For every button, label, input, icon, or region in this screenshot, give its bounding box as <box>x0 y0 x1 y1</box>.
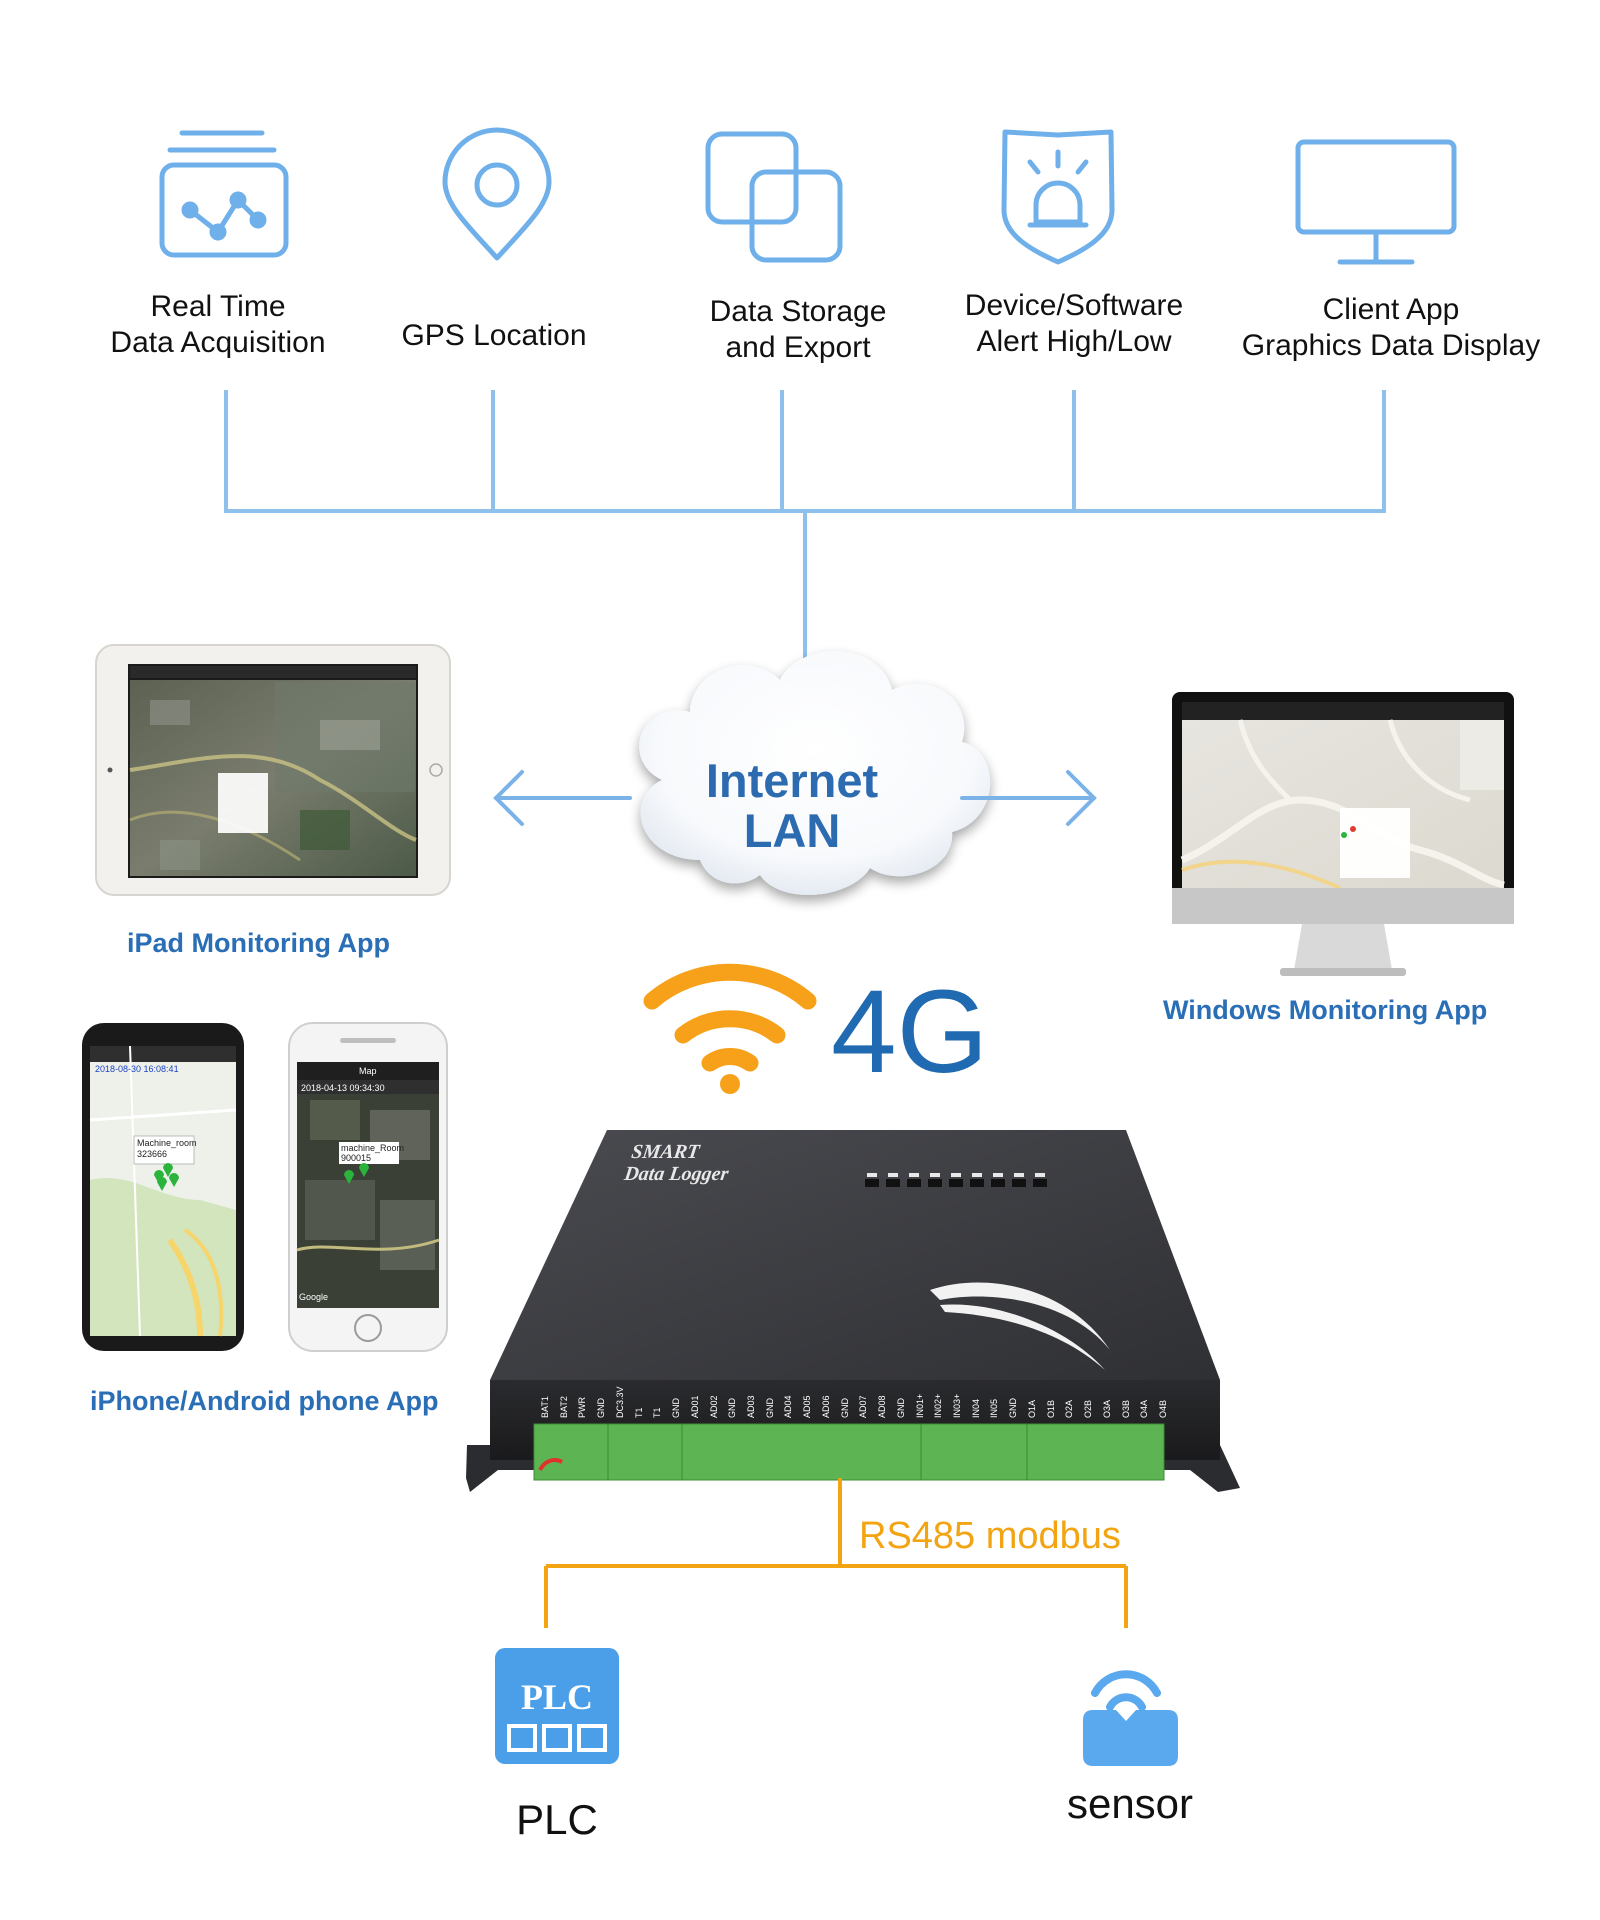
terminal-pin-label: GND <box>671 1398 682 1418</box>
terminal-pin-label: O3B <box>1120 1399 1131 1418</box>
sensor-icon <box>1083 1670 1178 1766</box>
monitor-icon <box>1295 139 1457 265</box>
terminal-pin-label: GND <box>1008 1398 1019 1418</box>
terminal-pin-label: O1A <box>1026 1399 1037 1418</box>
terminal-pin-label: O1B <box>1045 1399 1056 1418</box>
feature-line: Client App <box>1322 293 1460 326</box>
terminal-pin-label: AD05 <box>802 1395 813 1418</box>
terminal-pin-label: O4B <box>1158 1399 1168 1418</box>
plc-icon <box>495 1648 619 1764</box>
iphone-map-title: Map <box>359 1066 377 1076</box>
iphone-card-value: 900015 <box>341 1153 372 1163</box>
terminal-pin-label: GND <box>839 1398 850 1418</box>
feature-line: Device/Software <box>964 289 1184 322</box>
feature-line: Real Time <box>150 290 286 323</box>
feature-line: Data Storage <box>709 295 887 328</box>
copy-storage-icon <box>705 131 843 263</box>
rs485-bus-lines <box>544 1478 1128 1628</box>
android-card-title: Machine_room <box>137 1138 197 1148</box>
data-acquisition-icon <box>159 130 289 258</box>
terminal-pin-label: IN02+ <box>933 1393 944 1418</box>
feature-line: Alert High/Low <box>976 325 1172 358</box>
terminal-pin-label: AD01 <box>689 1395 700 1418</box>
ipad-device <box>95 644 451 896</box>
plc-label: PLC <box>516 1796 598 1843</box>
feature-line: and Export <box>725 331 871 364</box>
terminal-pin-label: AD07 <box>858 1395 869 1418</box>
cloud-line-internet: Internet <box>705 754 879 807</box>
terminal-pin-label: O2B <box>1083 1399 1094 1418</box>
terminal-pin-label: BAT1 <box>540 1396 550 1418</box>
terminal-pin-label: DC3.3V <box>614 1386 625 1418</box>
feature-line: GPS Location <box>401 319 587 352</box>
feature-label-data-acquisition: Real Time Data Acquisition <box>48 289 388 361</box>
terminal-pin-label: GND <box>596 1398 607 1418</box>
cloud-label: Internet LAN <box>632 756 952 856</box>
feature-line: Graphics Data Display <box>1241 329 1541 362</box>
terminal-pin-label: GND <box>764 1398 775 1418</box>
terminal-pin-label: O3A <box>1101 1399 1112 1418</box>
feature-label-client-app: Client App Graphics Data Display <box>1221 292 1561 364</box>
terminal-pin-label: IN01+ <box>914 1393 925 1418</box>
terminal-pin-label: AD06 <box>820 1395 831 1418</box>
cloud-line-lan: LAN <box>743 804 841 857</box>
device-line-smart: SMART <box>630 1141 701 1163</box>
arrow-right <box>960 770 1097 826</box>
windows-monitor-device <box>1172 692 1514 976</box>
terminal-pin-label: T1 <box>633 1407 644 1418</box>
terminal-pin-label: AD02 <box>708 1395 719 1418</box>
plc-icon-text: PLC <box>521 1677 593 1717</box>
ipad-app-label: iPad Monitoring App <box>127 928 390 958</box>
terminal-pin-label: O2A <box>1064 1399 1075 1418</box>
feature-label-alert: Device/Software Alert High/Low <box>904 288 1244 360</box>
android-phone-device <box>82 1023 244 1351</box>
feature-label-gps: GPS Location <box>324 318 664 354</box>
arrow-left <box>493 770 632 826</box>
iphone-timestamp: 2018-04-13 09:34:30 <box>301 1083 385 1093</box>
alarm-shield-icon <box>1001 129 1115 265</box>
feature-connector-lines <box>224 390 1386 660</box>
terminal-pin-label: AD03 <box>746 1395 756 1418</box>
device-brand-label: SMART Data Logger <box>623 1141 733 1185</box>
terminal-pin-label: O4A <box>1139 1399 1150 1418</box>
terminal-pin-label: IN03+ <box>952 1393 962 1418</box>
terminal-blocks <box>533 1423 1165 1481</box>
network-4g-label: 4G <box>831 966 989 1098</box>
android-card-value: 323666 <box>137 1149 168 1159</box>
windows-app-label: Windows Monitoring App <box>1163 995 1488 1025</box>
feature-line: Data Acquisition <box>110 326 326 359</box>
terminal-pin-label: GND <box>727 1398 738 1418</box>
iphone-device <box>288 1022 448 1352</box>
rs485-bus-label: RS485 modbus <box>859 1515 1121 1557</box>
terminal-pin-label: PWR <box>577 1397 588 1418</box>
phone-app-label: iPhone/Android phone App <box>90 1386 439 1416</box>
wifi-4g-icon <box>643 963 817 1094</box>
iphone-card-title: machine_Room <box>341 1143 405 1153</box>
internet-cloud <box>639 651 991 895</box>
device-line-logger: Data Logger <box>622 1163 730 1185</box>
location-pin-icon <box>442 127 552 261</box>
terminal-pin-label: IN05 <box>989 1398 1000 1418</box>
sensor-label: sensor <box>1066 1780 1194 1827</box>
terminal-pin-label: T1 <box>652 1407 663 1418</box>
terminal-pin-label: AD04 <box>783 1395 794 1418</box>
terminal-pin-label: BAT2 <box>558 1396 569 1418</box>
terminal-pin-label: AD08 <box>877 1395 888 1418</box>
google-logo: Google <box>299 1292 329 1302</box>
terminal-pin-label: GND <box>895 1398 906 1418</box>
feature-label-storage: Data Storage and Export <box>628 294 968 366</box>
android-timestamp: 2018-08-30 16:08:41 <box>95 1064 179 1074</box>
terminal-pin-label: IN04 <box>970 1398 981 1418</box>
data-logger-device <box>466 1130 1240 1492</box>
